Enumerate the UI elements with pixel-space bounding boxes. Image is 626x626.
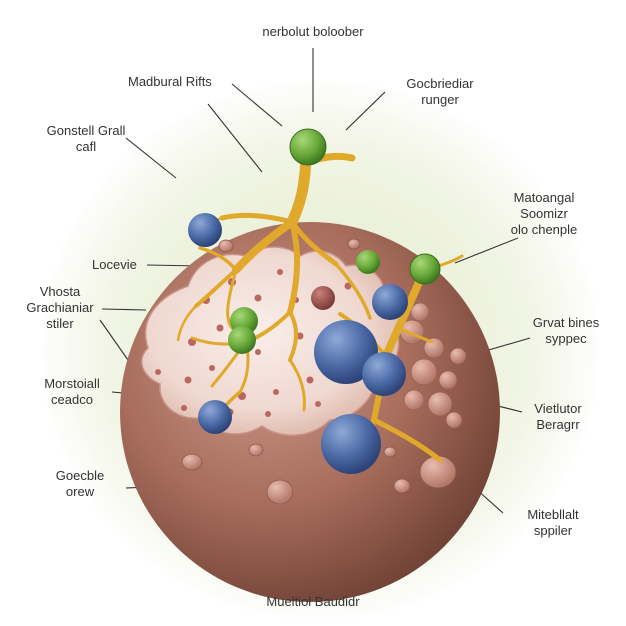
label-text: Goecble [55, 468, 105, 483]
label-text: syppec [545, 331, 587, 346]
label-text: Vhosta [39, 284, 81, 299]
label-text: Mueltiol Baudidr [266, 594, 360, 609]
label-top: nerbolut boloober [213, 24, 413, 40]
label-right-3: Vietlutor Beragrr [508, 401, 608, 433]
leader-line [125, 137, 177, 179]
surface-bumps [181, 238, 457, 505]
label-text: Locevie [92, 257, 137, 272]
blue-ball [362, 352, 406, 396]
green-ball [228, 326, 256, 354]
label-text: Beragrr [536, 417, 580, 432]
green-ball [409, 253, 441, 285]
label-text: Gonstell Grall [46, 123, 126, 138]
blue-ball [314, 320, 378, 384]
leader-line [345, 91, 386, 131]
label-text: runger [421, 92, 459, 107]
blue-ball [188, 213, 222, 247]
leader-line [207, 103, 263, 173]
leader-line [101, 308, 147, 311]
label-bottom: Mueltiol Baudidr [213, 594, 413, 610]
label-text: Vietlutor [534, 401, 582, 416]
leader-line [99, 319, 129, 361]
label-text: Morstoiall [44, 376, 100, 391]
leader-line [231, 83, 283, 127]
label-text: sppiler [533, 523, 573, 538]
label-text: cafl [75, 139, 97, 154]
right-texture [399, 302, 467, 429]
label-text: Soomizr [520, 206, 568, 221]
label-text: Madbural Rifts [128, 74, 212, 89]
label-text: Matoangal [513, 190, 575, 205]
label-text: orew [65, 484, 95, 499]
green-ball [356, 250, 380, 274]
label-right-4: Mitebllalt sppiler [503, 507, 603, 539]
label-text: ceadco [51, 392, 93, 407]
label-text: stiler [46, 316, 74, 331]
label-text: Grachianiar [26, 300, 94, 315]
label-top-right: Gocbriediar runger [380, 76, 500, 108]
label-text: Gocbriediar [406, 76, 474, 91]
blue-ball [372, 284, 408, 320]
label-top-left: Madbural Rifts [128, 74, 212, 90]
label-text: olo chenple [510, 222, 578, 237]
blue-ball [198, 400, 232, 434]
label-text: nerbolut boloober [262, 24, 364, 39]
green-ball [289, 128, 327, 166]
label-right-2: Grvat bines syppec [516, 315, 616, 347]
label-text: Grvat bines [532, 315, 600, 330]
maroon-ball [311, 286, 335, 310]
blue-ball [321, 414, 381, 474]
leader-line [454, 237, 519, 264]
label-text: Mitebllalt [527, 507, 579, 522]
label-left-1: Gonstell Grall cafl [36, 123, 136, 155]
label-left-4: Morstoiall ceadco [22, 376, 122, 408]
label-left-5: Goecble orew [30, 468, 130, 500]
label-left-2: Locevie [92, 257, 137, 273]
label-right-1: Matoangal Soomizr olo chenple [484, 190, 604, 238]
label-left-3: Vhosta Grachianiar stiler [10, 284, 110, 332]
